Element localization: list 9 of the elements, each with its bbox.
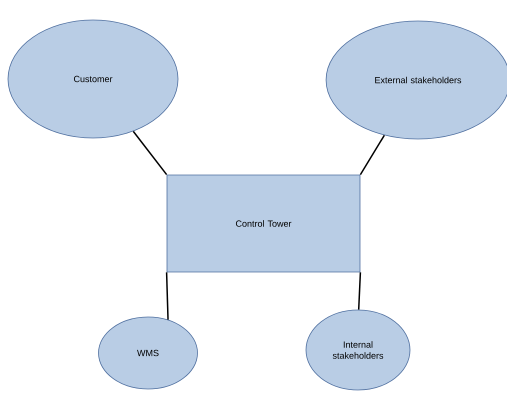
connector-line [166, 272, 169, 320]
ellipse-node: Internal stakeholders [306, 310, 410, 390]
connector-line [358, 272, 362, 310]
connector-line [360, 134, 385, 175]
ellipse-node: External stakeholders [326, 20, 507, 140]
ellipse-node: WMS [98, 316, 198, 390]
process-box: Control Tower [166, 174, 360, 272]
connector-line [132, 130, 168, 176]
ellipse-node: Customer [8, 20, 178, 138]
